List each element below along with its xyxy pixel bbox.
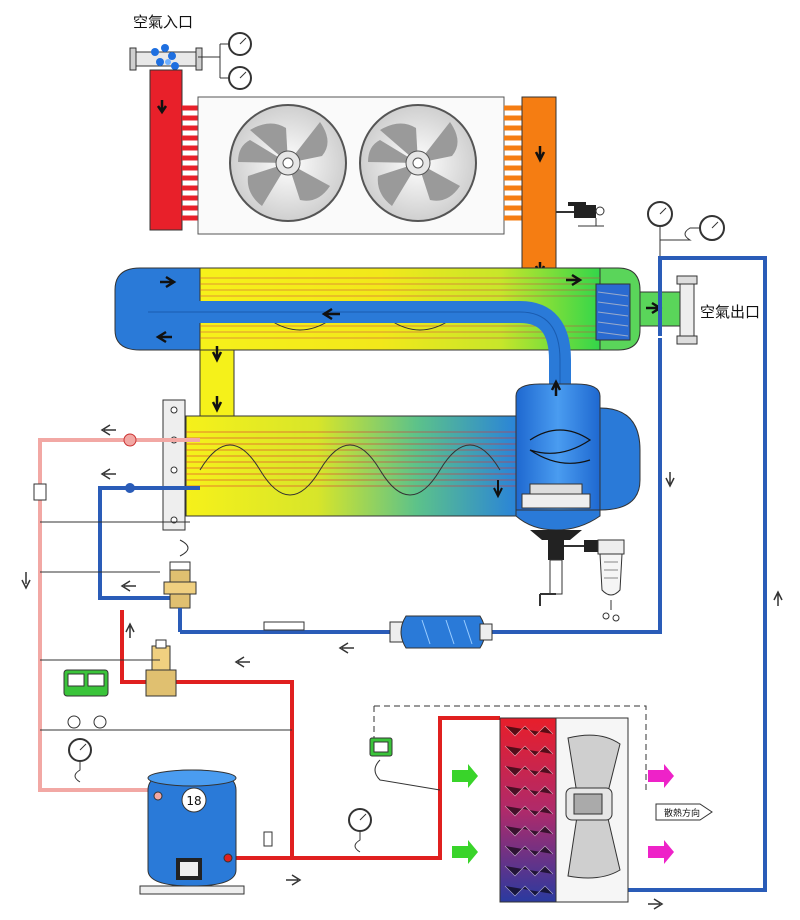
evaporator xyxy=(185,415,517,517)
compressor-number: 18 xyxy=(186,794,201,808)
pressure-gauge-icon xyxy=(228,66,252,90)
fan-icon xyxy=(359,104,477,222)
pressure-gauge-icon xyxy=(228,32,252,56)
hot-air-duct xyxy=(149,69,183,231)
arrow-icon xyxy=(452,764,674,864)
pressure-gauge-icon xyxy=(348,808,372,832)
air-inlet-label: 空氣入口 xyxy=(133,13,193,31)
air-inlet-flange xyxy=(129,44,203,71)
fan-icon xyxy=(565,734,621,879)
pressure-switch xyxy=(369,737,393,757)
pressure-gauge-icon xyxy=(68,738,92,762)
filter-icon xyxy=(564,539,625,622)
pressure-switch xyxy=(63,669,109,697)
compressor: 18 xyxy=(139,769,245,895)
fan-icon xyxy=(229,104,347,222)
valve-icon xyxy=(163,561,197,609)
heat-direction-label: 散熱方向 xyxy=(664,807,700,819)
pressure-gauge-icon xyxy=(699,215,725,241)
warm-air-duct xyxy=(521,96,557,273)
filter-drier xyxy=(389,615,493,649)
pressure-gauge-icon xyxy=(647,201,673,227)
drain-valve-icon xyxy=(556,202,605,227)
valve-icon xyxy=(145,639,177,697)
air-outlet-label: 空氣出口 xyxy=(700,303,760,321)
